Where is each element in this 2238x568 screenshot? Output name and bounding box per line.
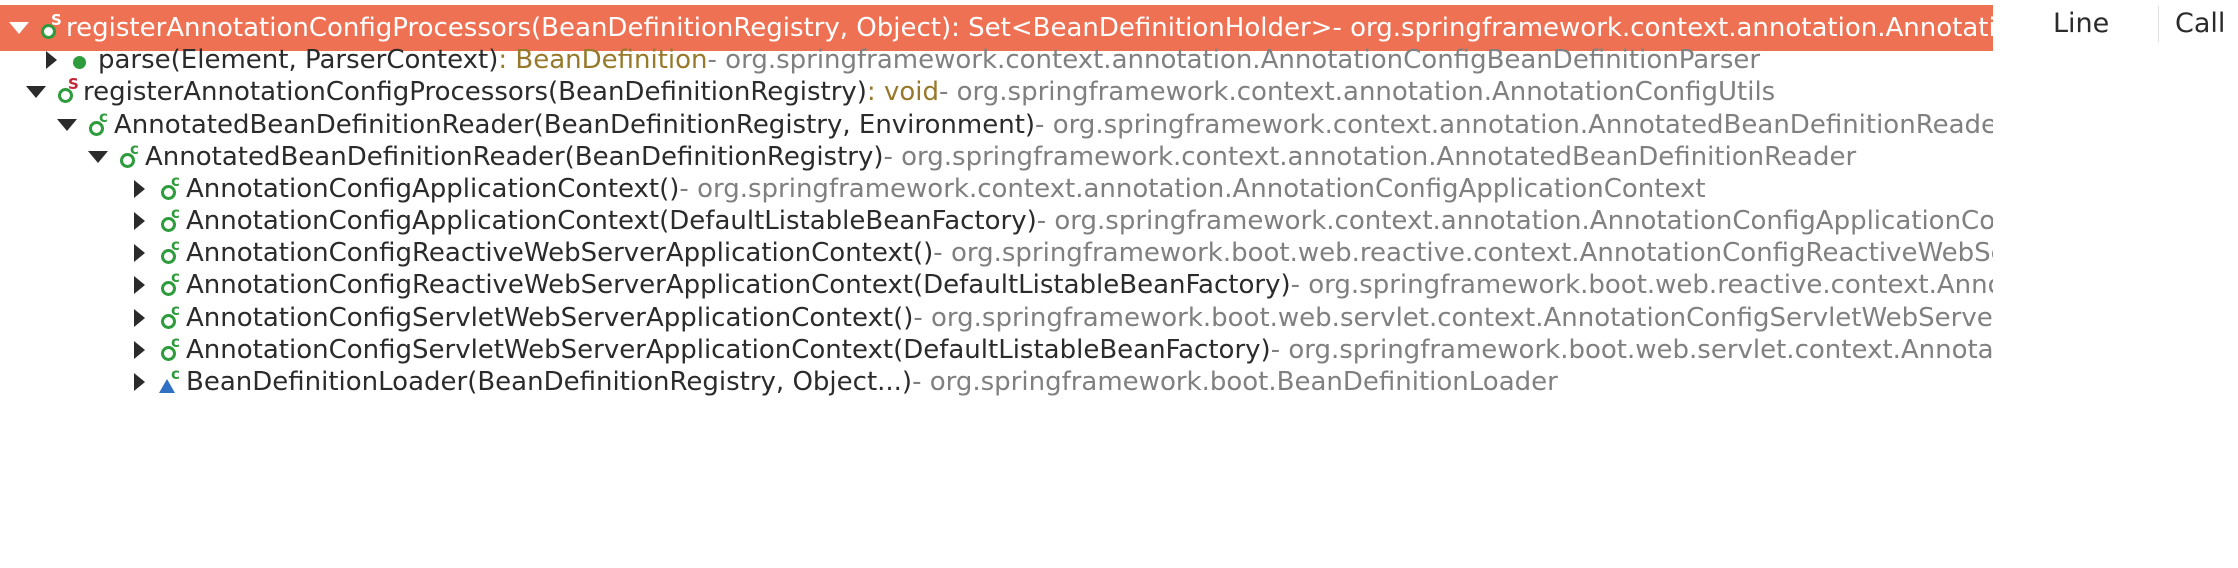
tree-row-selected[interactable]: S registerAnnotationConfigProcessors(Bea…: [0, 5, 1993, 51]
method-signature: AnnotationConfigServletWebServerApplicat…: [186, 335, 1271, 365]
collapse-toggle[interactable]: [124, 238, 154, 268]
tree-row[interactable]: parse(Element, ParserContext) : BeanDefi…: [0, 37, 1993, 83]
tree-row[interactable]: c BeanDefinitionLoader(BeanDefinitionReg…: [0, 359, 1993, 405]
constructor-icon: c: [86, 110, 110, 140]
method-signature: AnnotationConfigApplicationContext(Defau…: [186, 206, 1037, 236]
constructor-icon: c: [158, 206, 182, 236]
column-separator[interactable]: [2158, 6, 2159, 42]
collapse-toggle[interactable]: [124, 270, 154, 300]
tree-row[interactable]: S registerAnnotationConfigProcessors(Bea…: [0, 69, 1993, 115]
static-method-icon: S: [55, 77, 79, 107]
method-signature: BeanDefinitionLoader(BeanDefinitionRegis…: [186, 367, 913, 397]
declaring-class: - org.springframework.context.annotation…: [1036, 206, 1993, 236]
method-signature: AnnotatedBeanDefinitionReader(BeanDefini…: [114, 110, 1036, 140]
method-signature: AnnotationConfigServletWebServerApplicat…: [186, 303, 914, 333]
collapse-toggle[interactable]: [124, 206, 154, 236]
tree-row[interactable]: c AnnotatedBeanDefinitionReader(BeanDefi…: [0, 134, 1993, 180]
return-type: : void: [866, 77, 939, 107]
location-columns: Line Call: [1993, 0, 2238, 568]
declaring-class: - org.springframework.boot.web.reactive.…: [933, 238, 1993, 268]
expand-toggle[interactable]: [52, 110, 82, 140]
column-header-line[interactable]: Line: [2053, 0, 2110, 46]
tree-row[interactable]: c AnnotationConfigApplicationContext() -…: [0, 166, 1993, 212]
public-method-icon: [70, 45, 94, 75]
collapse-toggle[interactable]: [124, 367, 154, 397]
declaring-class: - org.springframework.boot.BeanDefinitio…: [912, 367, 1558, 397]
declaring-class: - org.springframework.boot.web.servlet.c…: [913, 303, 1993, 333]
collapse-toggle[interactable]: [124, 174, 154, 204]
expand-toggle[interactable]: [21, 77, 51, 107]
method-signature: registerAnnotationConfigProcessors(BeanD…: [66, 13, 952, 43]
tree-row[interactable]: c AnnotatedBeanDefinitionReader(BeanDefi…: [0, 102, 1993, 148]
declaring-class: - org.springframework.context.annotation…: [707, 45, 1761, 75]
expand-toggle[interactable]: [83, 142, 113, 172]
method-signature: AnnotationConfigReactiveWebServerApplica…: [186, 238, 934, 268]
constructor-icon: c: [158, 335, 182, 365]
constructor-icon: c: [158, 303, 182, 333]
collapse-toggle[interactable]: [36, 45, 66, 75]
method-signature: AnnotatedBeanDefinitionReader(BeanDefini…: [145, 142, 884, 172]
static-method-icon: S: [38, 13, 62, 43]
declaring-class: - org.springframework.boot.web.reactive.…: [1290, 270, 1993, 300]
declaring-class: - org.springframework.context.annotation…: [1332, 13, 1993, 43]
collapse-toggle[interactable]: [124, 335, 154, 365]
constructor-icon: c: [158, 174, 182, 204]
declaring-class: - org.springframework.context.annotation…: [883, 142, 1857, 172]
tree-row[interactable]: c AnnotationConfigReactiveWebServerAppli…: [0, 230, 1993, 276]
declaring-class: - org.springframework.boot.web.servlet.c…: [1270, 335, 1993, 365]
call-hierarchy-tree[interactable]: S registerAnnotationConfigProcessors(Bea…: [0, 0, 1993, 568]
constructor-icon: c: [158, 238, 182, 268]
tree-row[interactable]: c AnnotationConfigApplicationContext(Def…: [0, 198, 1993, 244]
declaring-class: - org.springframework.context.annotation…: [938, 77, 1776, 107]
expand-toggle[interactable]: [4, 13, 34, 43]
column-header-call[interactable]: Call: [2175, 0, 2226, 46]
return-type: : Set<BeanDefinitionHolder>: [951, 13, 1333, 43]
constructor-icon: c: [117, 142, 141, 172]
declaring-class: - org.springframework.context.annotation…: [1035, 110, 1993, 140]
return-type: : BeanDefinition: [498, 45, 708, 75]
tree-row[interactable]: c AnnotationConfigServletWebServerApplic…: [0, 327, 1993, 373]
package-constructor-icon: c: [158, 367, 182, 397]
method-signature: registerAnnotationConfigProcessors(BeanD…: [83, 77, 867, 107]
tree-row[interactable]: c AnnotationConfigServletWebServerApplic…: [0, 295, 1993, 341]
tree-row[interactable]: c AnnotationConfigReactiveWebServerAppli…: [0, 262, 1993, 308]
method-signature: AnnotationConfigReactiveWebServerApplica…: [186, 270, 1291, 300]
method-signature: parse(Element, ParserContext): [98, 45, 499, 75]
method-signature: AnnotationConfigApplicationContext(): [186, 174, 680, 204]
collapse-toggle[interactable]: [124, 303, 154, 333]
constructor-icon: c: [158, 270, 182, 300]
declaring-class: - org.springframework.context.annotation…: [679, 174, 1706, 204]
